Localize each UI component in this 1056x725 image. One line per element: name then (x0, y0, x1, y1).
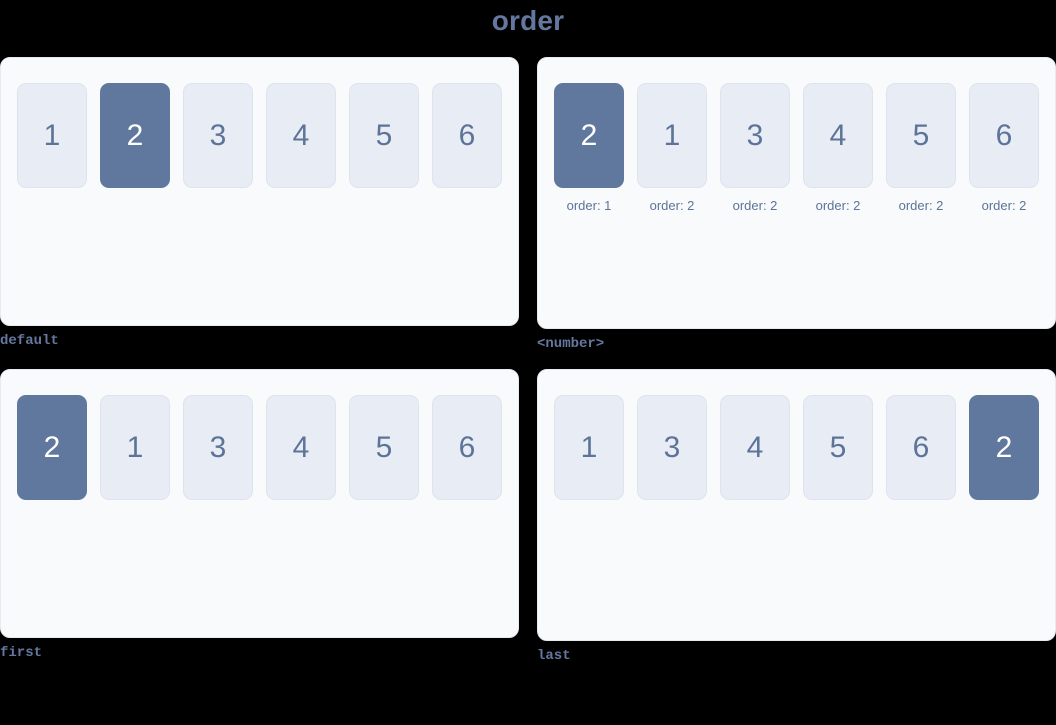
order-box[interactable]: 4 (720, 395, 790, 500)
flex-track-last: 1 3 4 5 6 2 (554, 395, 1055, 500)
order-value-label: order: 1 (566, 198, 612, 213)
order-box[interactable]: 3 (720, 83, 790, 188)
order-box[interactable]: 1 (637, 83, 707, 188)
flex-track-default: 1 2 3 4 5 6 (17, 83, 518, 188)
page-title: order (491, 5, 565, 36)
order-box-active[interactable]: 2 (100, 83, 170, 188)
order-box[interactable]: 6 (886, 395, 956, 500)
order-box[interactable]: 3 (183, 395, 253, 500)
order-value-label: order: 2 (732, 198, 778, 213)
order-value-label: order: 2 (815, 198, 861, 213)
list-item: 3 (183, 395, 253, 500)
demo-cell-first: 2 1 3 4 5 6 first (0, 369, 519, 680)
panel-caption-last: last (537, 648, 571, 664)
list-item: 3 (183, 83, 253, 188)
order-box[interactable]: 3 (183, 83, 253, 188)
list-item: 3 order: 2 (720, 83, 790, 213)
order-box[interactable]: 3 (637, 395, 707, 500)
panel-last: 1 3 4 5 6 2 (537, 369, 1056, 641)
list-item: 1 (100, 395, 170, 500)
order-box[interactable]: 4 (803, 83, 873, 188)
demo-cell-default: 1 2 3 4 5 6 default (0, 57, 519, 368)
list-item: 3 (637, 395, 707, 500)
order-box[interactable]: 6 (432, 395, 502, 500)
flex-track-number: 2 order: 1 1 order: 2 3 order: 2 4 order… (554, 83, 1055, 213)
panel-caption-default: default (0, 333, 59, 349)
order-value-label: order: 2 (981, 198, 1027, 213)
list-item: 4 (266, 83, 336, 188)
order-value-label: order: 2 (649, 198, 695, 213)
list-item: 5 (349, 395, 419, 500)
flex-track-first: 2 1 3 4 5 6 (17, 395, 518, 500)
list-item: 5 (803, 395, 873, 500)
order-box-active[interactable]: 2 (554, 83, 624, 188)
order-box[interactable]: 1 (554, 395, 624, 500)
order-value-label: order: 2 (898, 198, 944, 213)
list-item: 1 (554, 395, 624, 500)
demo-grid: 1 2 3 4 5 6 default (0, 57, 1056, 677)
order-box[interactable]: 5 (803, 395, 873, 500)
list-item: 1 order: 2 (637, 83, 707, 213)
list-item: 4 (266, 395, 336, 500)
demo-cell-last: 1 3 4 5 6 2 last (537, 369, 1056, 680)
list-item: 6 order: 2 (969, 83, 1039, 213)
list-item: 2 order: 1 (554, 83, 624, 213)
panel-number: 2 order: 1 1 order: 2 3 order: 2 4 order… (537, 57, 1056, 329)
order-box[interactable]: 1 (100, 395, 170, 500)
panel-default: 1 2 3 4 5 6 (0, 57, 519, 326)
list-item: 4 order: 2 (803, 83, 873, 213)
order-box-active[interactable]: 2 (969, 395, 1039, 500)
demo-cell-number: 2 order: 1 1 order: 2 3 order: 2 4 order… (537, 57, 1056, 368)
list-item: 5 (349, 83, 419, 188)
order-box[interactable]: 4 (266, 395, 336, 500)
order-box[interactable]: 5 (349, 83, 419, 188)
order-box[interactable]: 5 (349, 395, 419, 500)
panel-first: 2 1 3 4 5 6 (0, 369, 519, 638)
order-box[interactable]: 6 (969, 83, 1039, 188)
list-item: 2 (17, 395, 87, 500)
list-item: 1 (17, 83, 87, 188)
order-box[interactable]: 6 (432, 83, 502, 188)
order-box-active[interactable]: 2 (17, 395, 87, 500)
order-box[interactable]: 5 (886, 83, 956, 188)
list-item: 2 (969, 395, 1039, 500)
order-box[interactable]: 1 (17, 83, 87, 188)
list-item: 6 (886, 395, 956, 500)
order-box[interactable]: 4 (266, 83, 336, 188)
list-item: 4 (720, 395, 790, 500)
panel-caption-number: <number> (537, 336, 605, 352)
panel-caption-first: first (0, 645, 43, 661)
list-item: 6 (432, 83, 502, 188)
list-item: 6 (432, 395, 502, 500)
list-item: 2 (100, 83, 170, 188)
list-item: 5 order: 2 (886, 83, 956, 213)
